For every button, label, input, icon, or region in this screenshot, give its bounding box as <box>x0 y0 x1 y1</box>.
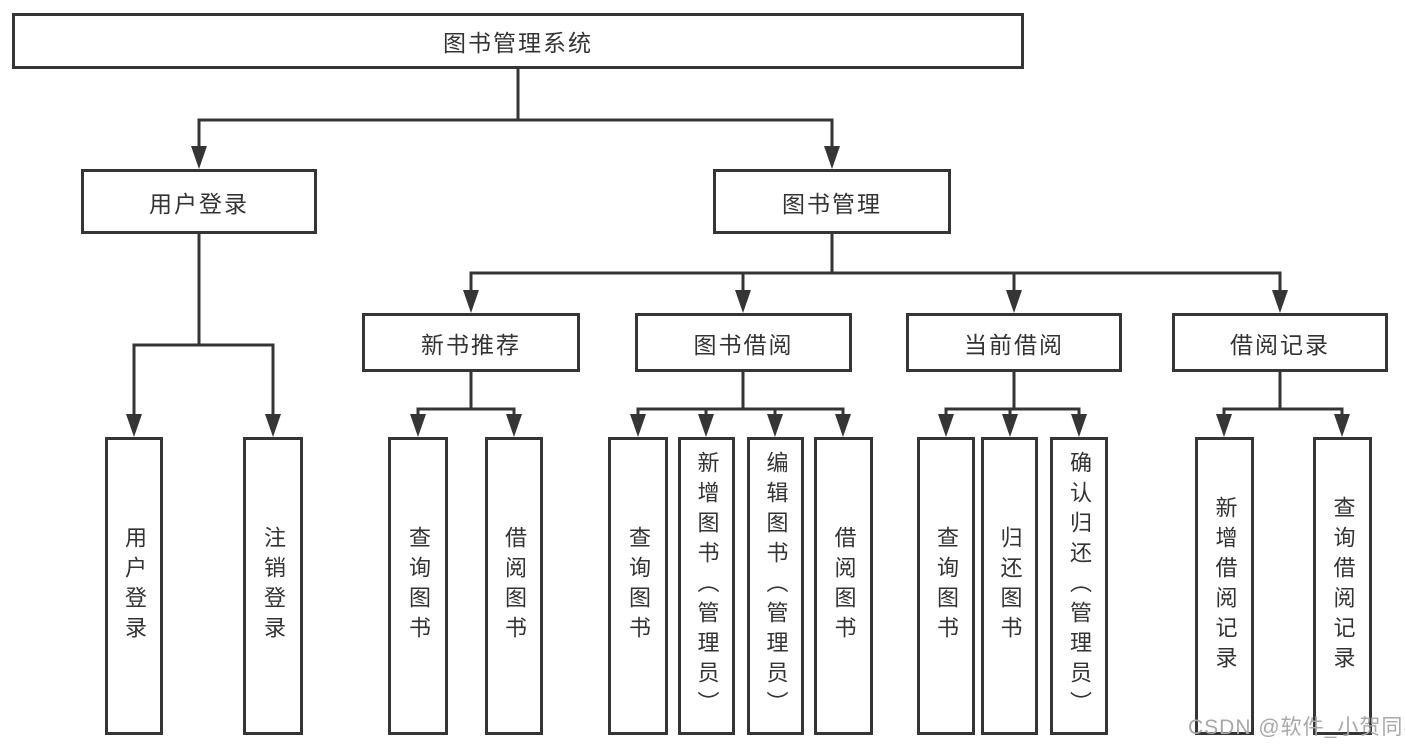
arrowhead-icon <box>1002 414 1018 437</box>
node-label: 新书推荐 <box>421 331 521 358</box>
leaf-label: 借阅图书 <box>831 526 857 646</box>
arrowhead-icon <box>1071 414 1087 437</box>
leaf-user-login: 用户登录 <box>105 437 163 735</box>
arrowhead-icon <box>938 414 954 437</box>
arrowhead-icon <box>126 414 142 437</box>
arrowhead-icon <box>1334 414 1350 437</box>
leaf-label: 新增借阅记录 <box>1212 496 1238 676</box>
node-label: 借阅记录 <box>1230 331 1330 358</box>
node-library-system: 图书管理系统 <box>12 13 1024 69</box>
arrowhead-icon <box>463 290 479 313</box>
leaf-label: 查询图书 <box>626 526 651 646</box>
arrowhead-icon <box>1006 290 1022 313</box>
arrowhead-icon <box>824 146 840 169</box>
arrowhead-icon <box>835 414 851 437</box>
leaf-label: 查询图书 <box>406 526 431 646</box>
node-borrowing-records: 借阅记录 <box>1172 313 1388 372</box>
node-label: 用户登录 <box>149 190 249 217</box>
leaf-borrow-books: 借阅图书 <box>814 437 873 735</box>
leaf-edit-book-admin: 编辑图书（管理员） <box>747 437 804 735</box>
leaf-label: 确认归还（管理员） <box>1067 451 1092 721</box>
node-user-login: 用户登录 <box>81 169 317 234</box>
leaf-label: 用户登录 <box>122 526 147 646</box>
leaf-add-book-admin: 新增图书（管理员） <box>678 437 735 735</box>
arrowhead-icon <box>630 414 646 437</box>
leaf-query-borrow-record: 查询借阅记录 <box>1313 437 1372 735</box>
leaf-label: 注销登录 <box>261 526 286 646</box>
arrowhead-icon <box>265 414 281 437</box>
leaf-logout: 注销登录 <box>243 437 303 735</box>
arrowhead-icon <box>767 414 783 437</box>
node-book-management: 图书管理 <box>713 169 951 234</box>
leaf-query-books-borrowing: 查询图书 <box>608 437 668 735</box>
leaf-return-book: 归还图书 <box>981 437 1038 735</box>
arrowhead-icon <box>410 414 426 437</box>
node-current-borrowing: 当前借阅 <box>906 313 1122 372</box>
node-label: 图书管理 <box>782 190 882 217</box>
leaf-label: 新增图书（管理员） <box>694 451 720 721</box>
arrowhead-icon <box>735 290 751 313</box>
node-label: 图书借阅 <box>693 331 794 358</box>
leaf-label: 查询图书 <box>934 526 959 646</box>
arrowhead-icon <box>1272 290 1288 313</box>
node-label: 当前借阅 <box>964 331 1064 358</box>
leaf-label: 编辑图书（管理员） <box>763 451 789 721</box>
node-label: 图书管理系统 <box>443 30 593 56</box>
leaf-label: 查询借阅记录 <box>1330 496 1356 676</box>
csdn-watermark: CSDN @软件_小贺同学 <box>1188 716 1405 739</box>
arrowhead-icon <box>1216 414 1232 437</box>
node-book-borrowing: 图书借阅 <box>635 313 852 372</box>
arrowhead-icon <box>506 414 522 437</box>
leaf-label: 归还图书 <box>997 526 1023 646</box>
arrowhead-icon <box>191 146 207 169</box>
node-new-book-recommend: 新书推荐 <box>362 313 580 372</box>
leaf-label: 借阅图书 <box>502 526 527 646</box>
leaf-borrow-books-recommend: 借阅图书 <box>485 437 543 735</box>
leaf-add-borrow-record: 新增借阅记录 <box>1195 437 1254 735</box>
arrowhead-icon <box>698 414 714 437</box>
leaf-query-books-recommend: 查询图书 <box>388 437 448 735</box>
leaf-query-books-current: 查询图书 <box>917 437 975 735</box>
leaf-confirm-return-admin: 确认归还（管理员） <box>1050 437 1108 735</box>
